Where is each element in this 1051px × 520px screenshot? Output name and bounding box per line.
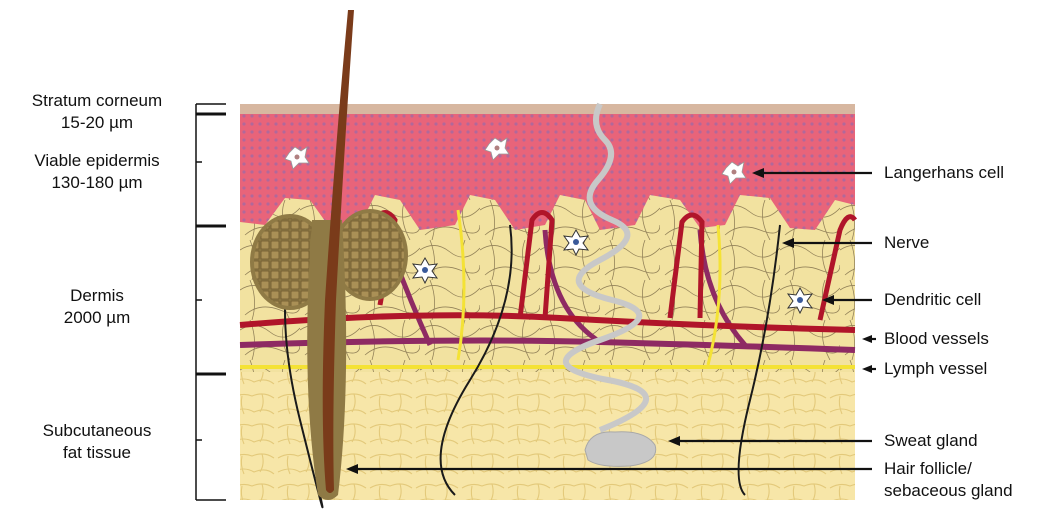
sweat-gland (585, 432, 656, 467)
sebaceous-gland-right-cells (336, 213, 404, 297)
label-sweat-gland: Sweat gland (884, 430, 978, 452)
label-dermis: Dermis 2000 µm (6, 285, 188, 329)
subcutaneous-line2: fat tissue (6, 442, 188, 464)
label-dendritic-cell: Dendritic cell (884, 289, 981, 311)
label-hair-follicle: Hair follicle/ sebaceous gland (884, 458, 1013, 502)
stratum-corneum-layer (240, 104, 855, 114)
label-langerhans-cell: Langerhans cell (884, 162, 1004, 184)
dermis-thickness: 2000 µm (6, 307, 188, 329)
label-nerve: Nerve (884, 232, 929, 254)
subcutaneous-line1: Subcutaneous (6, 420, 188, 442)
label-lymph-vessel: Lymph vessel (884, 358, 987, 380)
label-viable-epidermis: Viable epidermis 130-180 µm (6, 150, 188, 194)
label-blood-vessels: Blood vessels (884, 328, 989, 350)
label-stratum-corneum: Stratum corneum 15-20 µm (6, 90, 188, 134)
stratum-corneum-thickness: 15-20 µm (6, 112, 188, 134)
hair-follicle-line2: sebaceous gland (884, 480, 1013, 502)
viable-epidermis-name: Viable epidermis (6, 150, 188, 172)
layer-scale-bar (196, 104, 226, 500)
hair-follicle-line1: Hair follicle/ (884, 458, 1013, 480)
dermis-name: Dermis (6, 285, 188, 307)
stratum-corneum-name: Stratum corneum (6, 90, 188, 112)
viable-epidermis-thickness: 130-180 µm (6, 172, 188, 194)
label-subcutaneous-fat: Subcutaneous fat tissue (6, 420, 188, 464)
